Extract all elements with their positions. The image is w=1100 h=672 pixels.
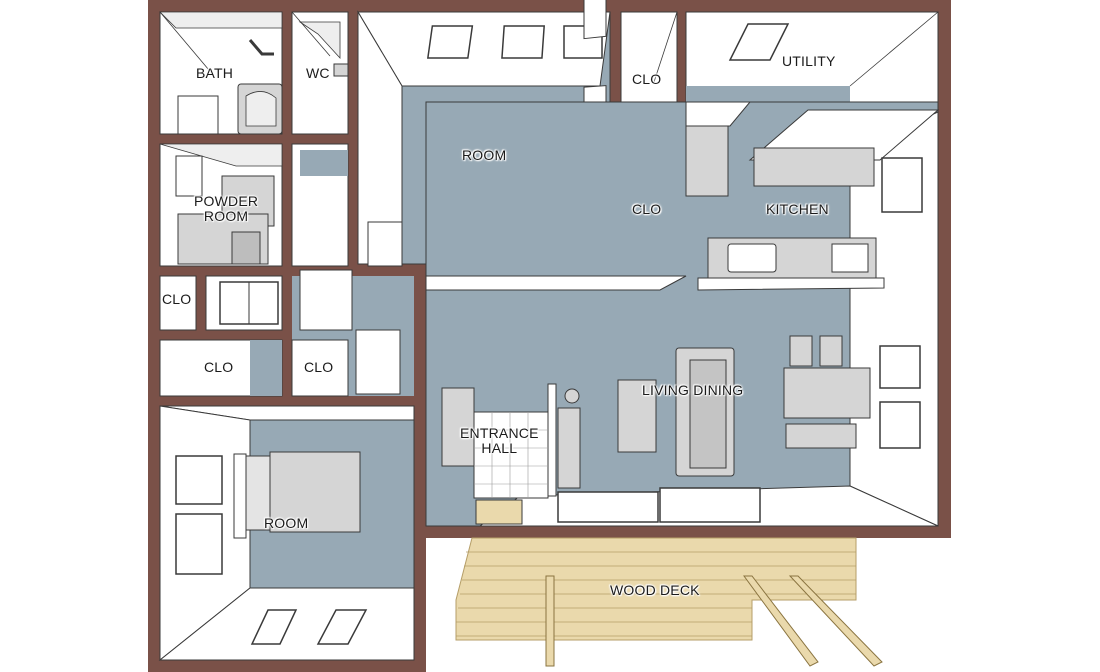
label-entrance-hall: ENTRANCE HALL <box>460 425 539 456</box>
label-clo-row-1: CLO <box>204 359 234 375</box>
label-utility: UTILITY <box>782 53 836 69</box>
wc-room <box>291 11 349 135</box>
living-kitchen-area <box>425 101 940 527</box>
bath-room <box>159 11 283 135</box>
window <box>879 401 921 449</box>
label-powder-room: POWDER ROOM <box>194 193 259 224</box>
window <box>659 487 761 523</box>
cooktop <box>831 243 869 273</box>
label-clo-left: CLO <box>162 291 192 307</box>
deck-beam <box>743 575 819 667</box>
skylight <box>426 25 474 59</box>
window <box>367 221 403 267</box>
dining-chair <box>819 335 843 367</box>
closet-left <box>159 275 197 331</box>
deck-beam <box>788 575 883 667</box>
label-bath: BATH <box>196 65 234 81</box>
skylight <box>728 23 790 61</box>
room-bottom <box>158 405 415 662</box>
wood-deck <box>455 537 883 667</box>
entrance-step <box>475 499 523 525</box>
window <box>557 491 659 523</box>
hall-wall <box>205 275 283 331</box>
dining-bench <box>785 423 857 449</box>
bed <box>269 451 361 533</box>
skylight <box>316 609 368 645</box>
storage-cabinet <box>441 387 475 467</box>
utility-room <box>685 11 939 103</box>
window <box>879 345 921 389</box>
closet-row <box>159 339 349 397</box>
label-living-dining: LIVING DINING <box>642 382 744 398</box>
skylight <box>501 25 545 59</box>
window <box>175 513 223 575</box>
shoe-cabinet <box>557 407 581 489</box>
label-clo-row-2: CLO <box>304 359 334 375</box>
label-clo-mid: CLO <box>632 201 662 217</box>
window <box>881 157 923 213</box>
shower-rail <box>248 39 274 56</box>
label-clo-top: CLO <box>632 71 662 87</box>
deck-post <box>545 575 555 667</box>
skylight <box>250 609 298 645</box>
sink <box>727 243 777 273</box>
tv-console <box>617 379 657 453</box>
range-hood <box>753 147 875 187</box>
label-kitchen: KITCHEN <box>766 201 829 217</box>
plant <box>564 388 580 404</box>
partition-wall <box>547 383 557 497</box>
closet-door <box>233 453 247 539</box>
label-room-top: ROOM <box>462 147 507 163</box>
dining-chair <box>789 335 813 367</box>
window <box>175 455 223 505</box>
label-room-bottom: ROOM <box>264 515 309 531</box>
dining-table <box>783 367 871 419</box>
closet-door <box>583 0 607 40</box>
label-wood-deck: WOOD DECK <box>610 582 700 598</box>
entrance-tile <box>473 411 549 525</box>
refrigerator <box>685 123 729 197</box>
powder-room <box>159 143 283 267</box>
label-wc: WC <box>306 65 330 81</box>
